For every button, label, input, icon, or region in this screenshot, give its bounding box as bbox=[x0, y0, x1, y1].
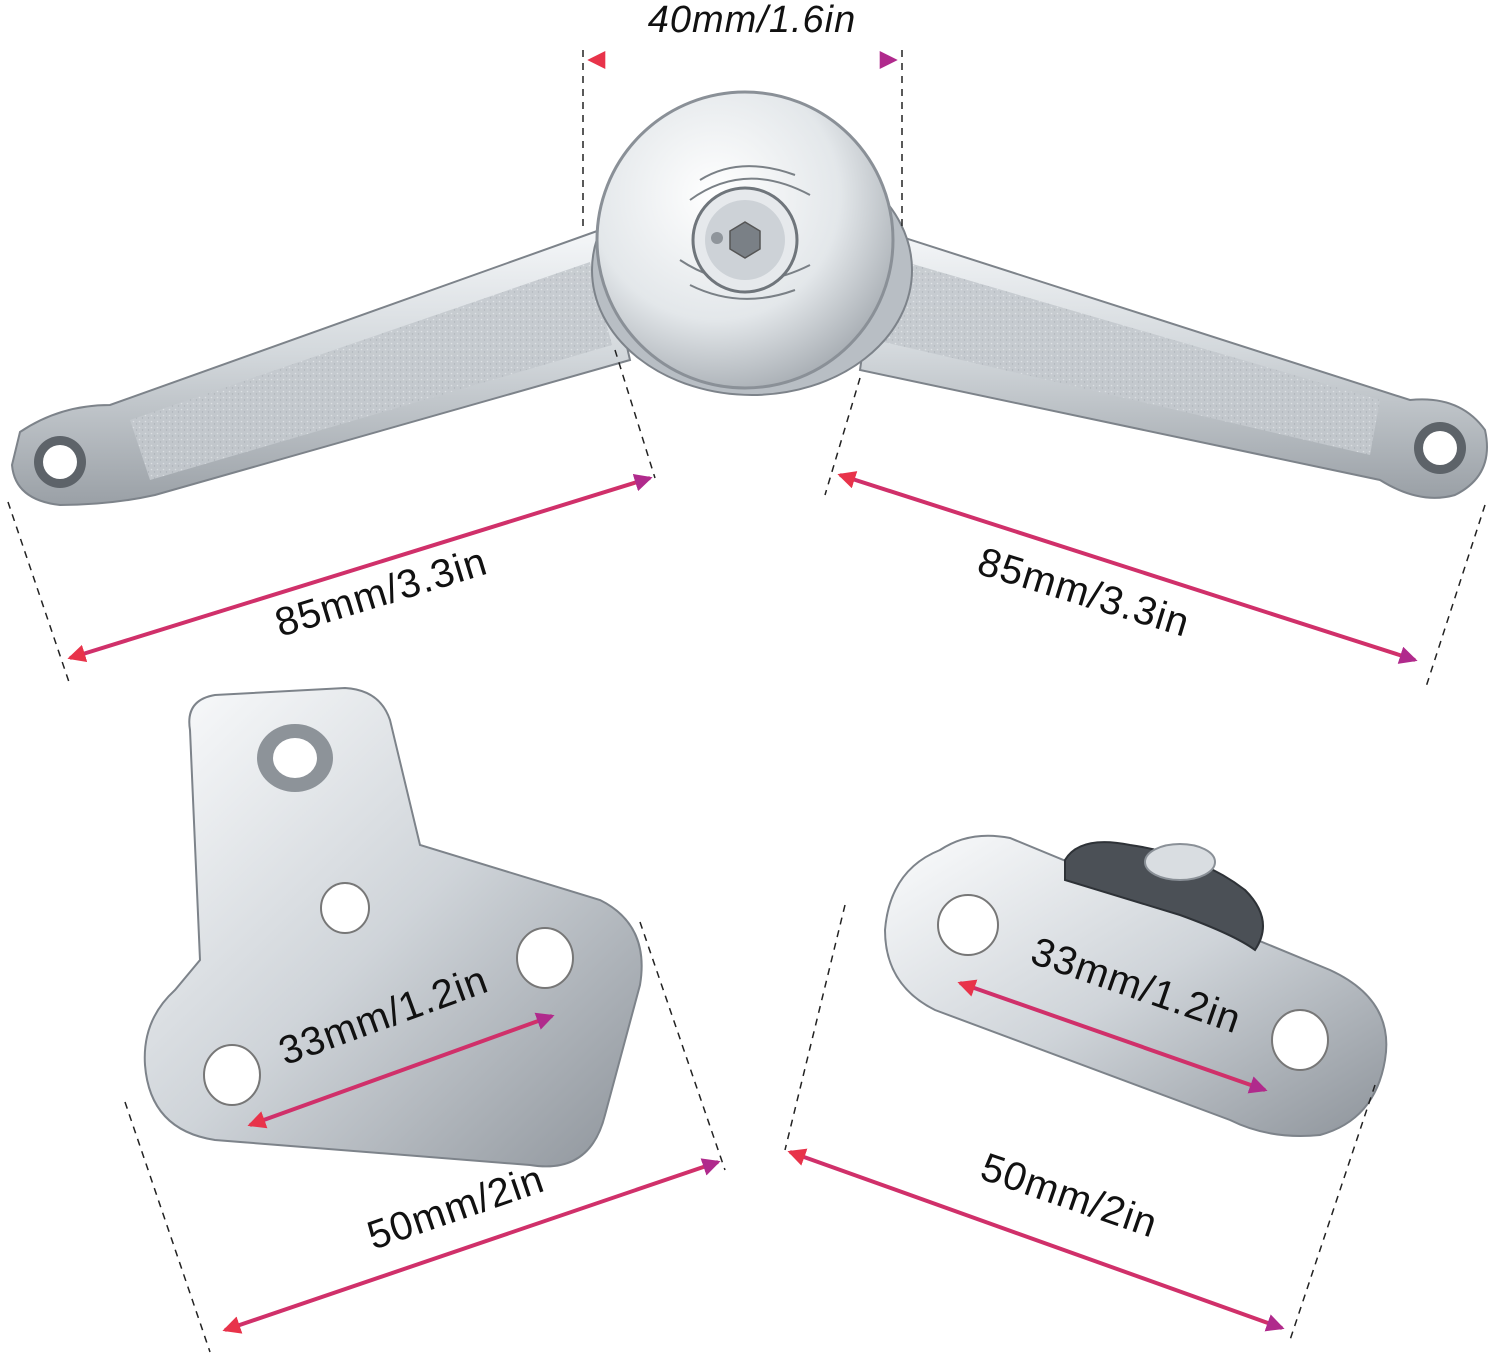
t-bracket-center-hole bbox=[320, 882, 370, 934]
left-arm-arrow bbox=[67, 473, 653, 663]
t-bracket-width-arrow bbox=[222, 1158, 721, 1334]
oval-bracket-left-hole bbox=[937, 894, 999, 956]
left-arm-label: 85mm/3.3in bbox=[270, 540, 492, 646]
hub-diameter-label: 40mm/1.6in bbox=[648, 0, 857, 41]
oval-bracket-clip bbox=[1064, 841, 1264, 952]
oval-bracket-right-hole bbox=[1271, 1009, 1329, 1071]
left-arm-textured-face bbox=[130, 262, 612, 480]
extension-lines bbox=[7, 50, 1486, 1353]
oval-bracket-width-arrow bbox=[787, 1148, 1285, 1332]
dimension-arrows bbox=[67, 51, 1418, 1334]
t-bracket-hole-arrow bbox=[247, 1012, 555, 1129]
oval-bracket-hole-arrow bbox=[957, 979, 1268, 1094]
right-arm-arrow bbox=[837, 471, 1418, 664]
hex-socket-icon bbox=[729, 221, 761, 259]
right-arm-textured-face bbox=[875, 258, 1380, 455]
hinge-arm bbox=[10, 90, 1488, 507]
t-bracket-width-label: 50mm/2in bbox=[362, 1157, 550, 1258]
oval-bracket-width-label: 50mm/2in bbox=[975, 1145, 1163, 1246]
t-bracket-left-hole bbox=[203, 1044, 261, 1106]
t-bracket bbox=[143, 686, 643, 1168]
t-bracket-right-hole bbox=[516, 927, 574, 989]
